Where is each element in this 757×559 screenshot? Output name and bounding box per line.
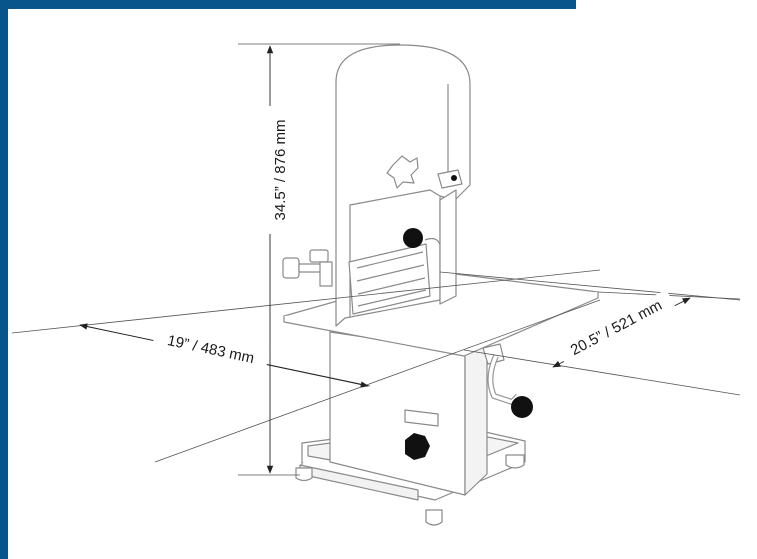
lower-black-knob xyxy=(405,433,430,460)
left-accent-bar xyxy=(0,0,8,559)
top-accent-bar xyxy=(0,0,576,9)
saw-fence-knob xyxy=(282,249,333,287)
height-label-group: 34.5” / 876 mm xyxy=(269,106,289,234)
saw-tension-knob xyxy=(386,155,419,189)
saw-feet xyxy=(295,454,525,526)
saw-guide-arm xyxy=(437,169,463,305)
marker-dot-crank xyxy=(511,396,533,418)
dimension-lines xyxy=(11,43,741,476)
saw-black-parts xyxy=(403,175,533,460)
width-dimension-label: 19” / 483 mm xyxy=(166,332,256,367)
band-saw-drawing xyxy=(282,44,599,526)
guide-bolt xyxy=(451,175,457,181)
height-dimension-label: 34.5” / 876 mm xyxy=(272,120,289,221)
marker-dot-upper xyxy=(403,228,423,248)
width-label-group: 19” / 483 mm xyxy=(152,327,270,371)
saw-crank xyxy=(482,343,521,405)
saw-blade-guard xyxy=(348,238,442,315)
